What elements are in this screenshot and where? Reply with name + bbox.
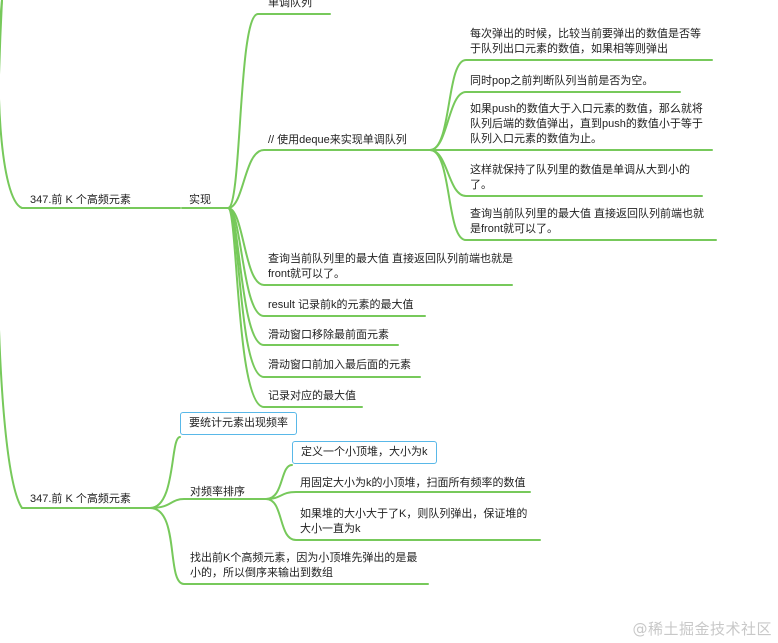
watermark: @稀土掘金技术社区 (632, 620, 772, 638)
connector-impl-add (227, 207, 421, 378)
node-window-remove[interactable]: 滑动窗口移除最前面元素 (268, 329, 389, 341)
node-impl[interactable]: 实现 (189, 194, 211, 206)
connector-sort-scan (265, 491, 531, 500)
node-pop-check[interactable]: 每次弹出的时候，比较当前要弹出的数值是否等于队列出口元素的数值，如果相等则弹出 (470, 28, 701, 55)
connector-sort-pop (265, 498, 541, 541)
connector-impl-recmax (227, 207, 363, 408)
connector-deque-query (429, 149, 717, 241)
node-heap-pop[interactable]: 如果堆的大小大于了K，则队列弹出，保证堆的大小一直为k (300, 508, 528, 535)
node-query-max[interactable]: 查询当前队列里的最大值 直接返回队列前端也就是front就可以了。 (268, 253, 514, 280)
node-347-topk-2[interactable]: 347.前 K 个高频元素 (30, 493, 131, 505)
connector-node2-sort (149, 498, 267, 509)
node-mono-queue[interactable]: 单调队列 (268, 0, 312, 9)
connector-node2-count (149, 436, 181, 509)
connector-node2-find (149, 507, 429, 585)
node-result-record[interactable]: result 记录前k的元素的最大值 (268, 299, 414, 311)
connector-root-node1 (0, 0, 23, 209)
connector-root-node2 (0, 0, 23, 509)
node-define-heap[interactable]: 定义一个小顶堆，大小为k (292, 441, 437, 464)
node-use-deque[interactable]: // 使用deque来实现单调队列 (268, 134, 407, 146)
node-count-freq[interactable]: 要统计元素出现频率 (180, 412, 297, 435)
connector-impl-query (227, 207, 513, 286)
node-push-rule[interactable]: 如果push的数值大于入口元素的数值，那么就将队列后端的数值弹出，直到push的… (470, 103, 703, 145)
node-sort-freq[interactable]: 对频率排序 (190, 486, 245, 498)
node-window-add[interactable]: 滑动窗口前加入最后面的元素 (268, 359, 411, 371)
connector-impl-mono (227, 13, 331, 209)
connector-deque-empty (429, 91, 681, 151)
node-record-max[interactable]: 记录对应的最大值 (268, 390, 356, 402)
node-pop-empty[interactable]: 同时pop之前判断队列当前是否为空。 (470, 75, 654, 87)
node-keep-mono[interactable]: 这样就保持了队列里的数值是单调从大到小的了。 (470, 164, 690, 191)
node-scan-heap[interactable]: 用固定大小为k的小顶堆，扫面所有频率的数值 (300, 477, 526, 489)
connector-impl-deque (227, 149, 431, 209)
node-find-topk[interactable]: 找出前K个高频元素，因为小顶堆先弹出的是最小的，所以倒序来输出到数组 (190, 552, 418, 579)
node-347-topk-1[interactable]: 347.前 K 个高频元素 (30, 194, 131, 206)
node-query-max-inner[interactable]: 查询当前队列里的最大值 直接返回队列前端也就是front就可以了。 (470, 208, 705, 235)
